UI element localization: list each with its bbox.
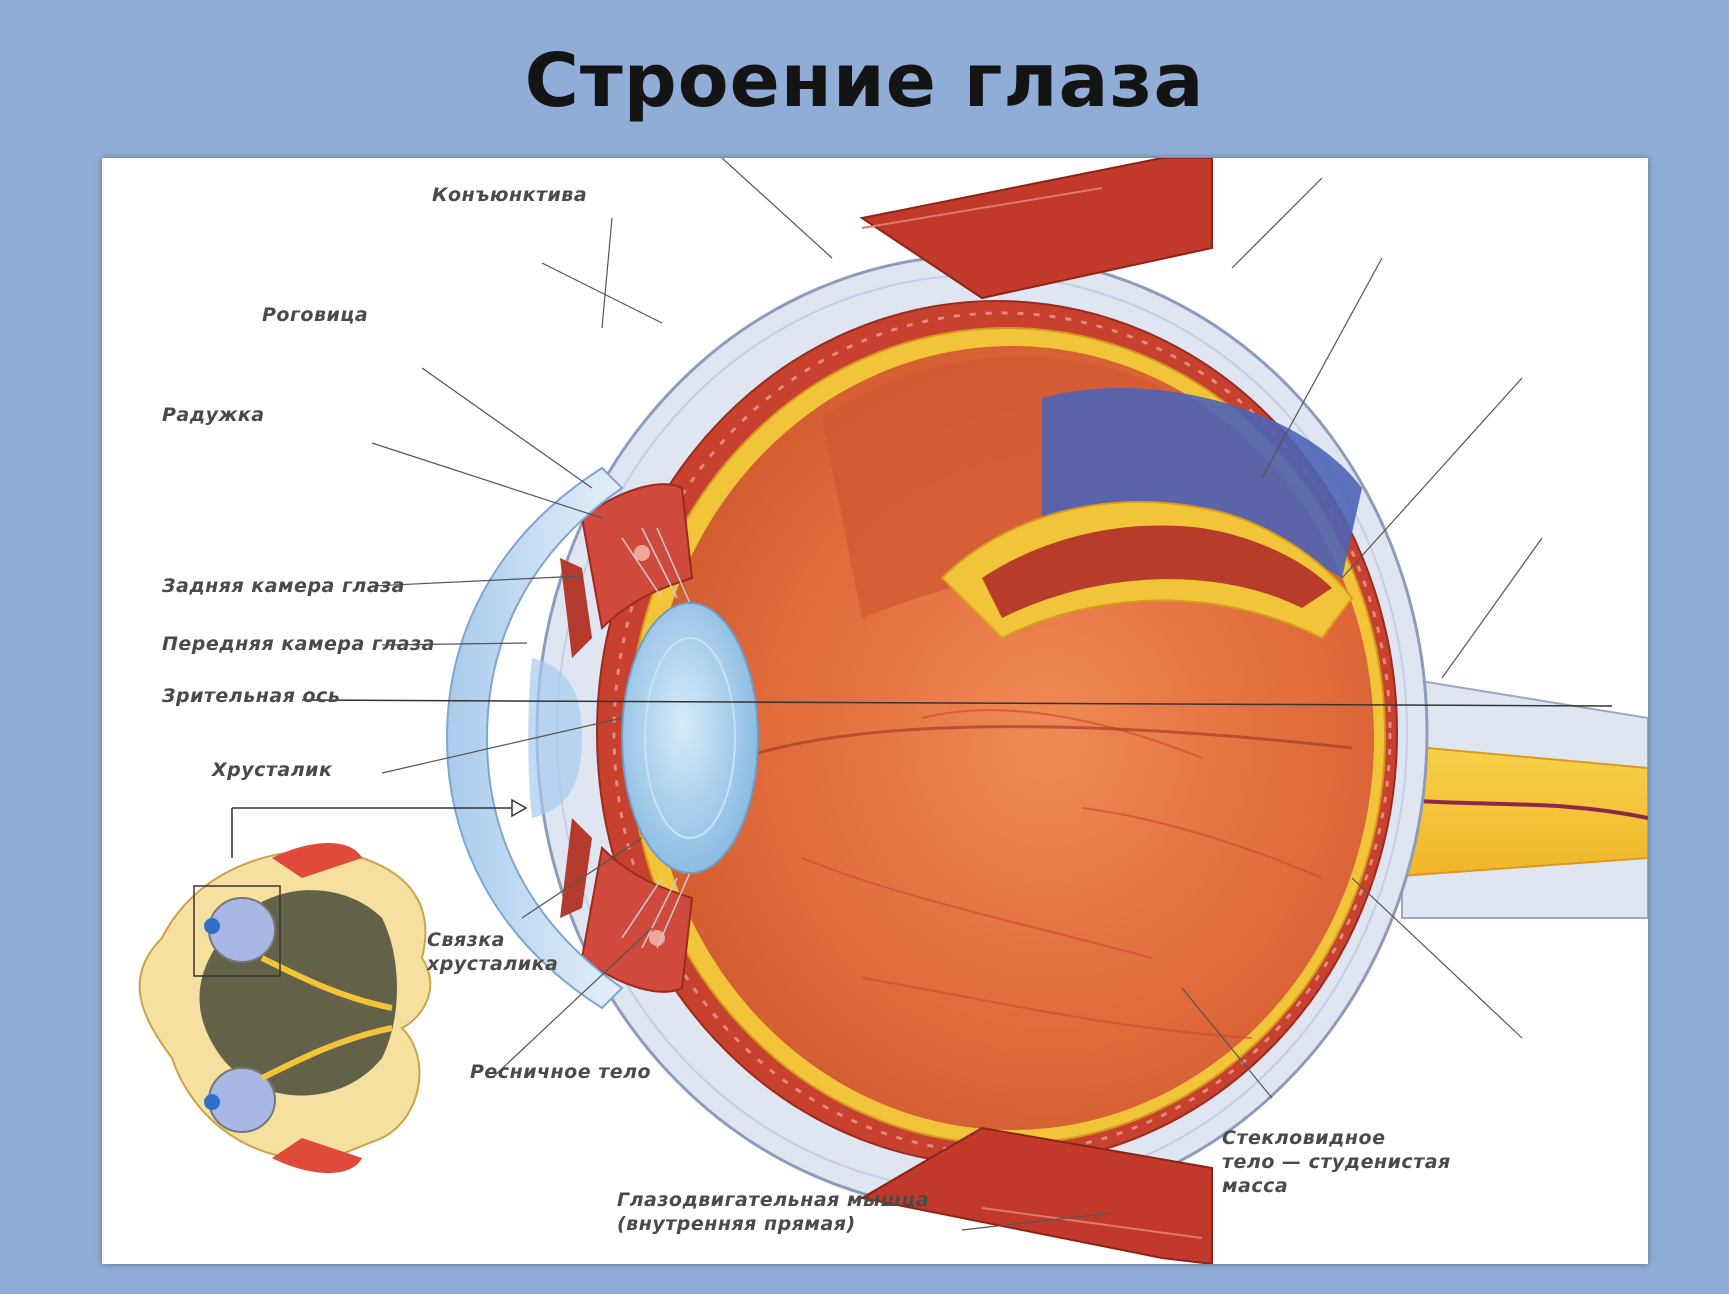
eye-illustration <box>138 158 1648 1264</box>
label-vitreous-body: Стекловидное тело — студенистая масса <box>1222 1127 1451 1197</box>
label-conjunctiva: Конъюнктива <box>432 184 588 206</box>
label-lens: Хрусталик <box>212 759 333 781</box>
label-visual-axis: Зрительная ось <box>162 685 341 707</box>
label-iris: Радужка <box>162 404 265 426</box>
head-inset-diagram <box>138 798 528 1173</box>
visual-axis-line <box>301 699 1613 707</box>
label-anterior-chamber: Передняя камера глаза <box>162 633 435 655</box>
iris <box>560 558 592 918</box>
ciliary-body <box>580 483 694 993</box>
label-ciliary-body: Ресничное тело <box>470 1061 652 1083</box>
label-lens-ligament: Связка хрусталика <box>427 929 559 975</box>
leader-lines <box>371 158 1543 1231</box>
eye-muscle <box>859 158 1213 1264</box>
label-posterior-chamber: Задняя камера глаза <box>162 575 406 597</box>
lens-ligament <box>621 527 693 949</box>
label-cornea: Роговица <box>262 304 369 326</box>
optic-nerve <box>1371 676 1648 919</box>
lens <box>621 602 759 874</box>
label-eye-muscle: Глазодвигательная мышца (внутренняя прям… <box>617 1189 930 1235</box>
vitreous-body <box>650 346 1374 1130</box>
eye-diagram-panel: Конъюнктива Роговица Радужка Задняя каме… <box>102 158 1648 1264</box>
slide-title: Строение глаза <box>524 38 1205 124</box>
